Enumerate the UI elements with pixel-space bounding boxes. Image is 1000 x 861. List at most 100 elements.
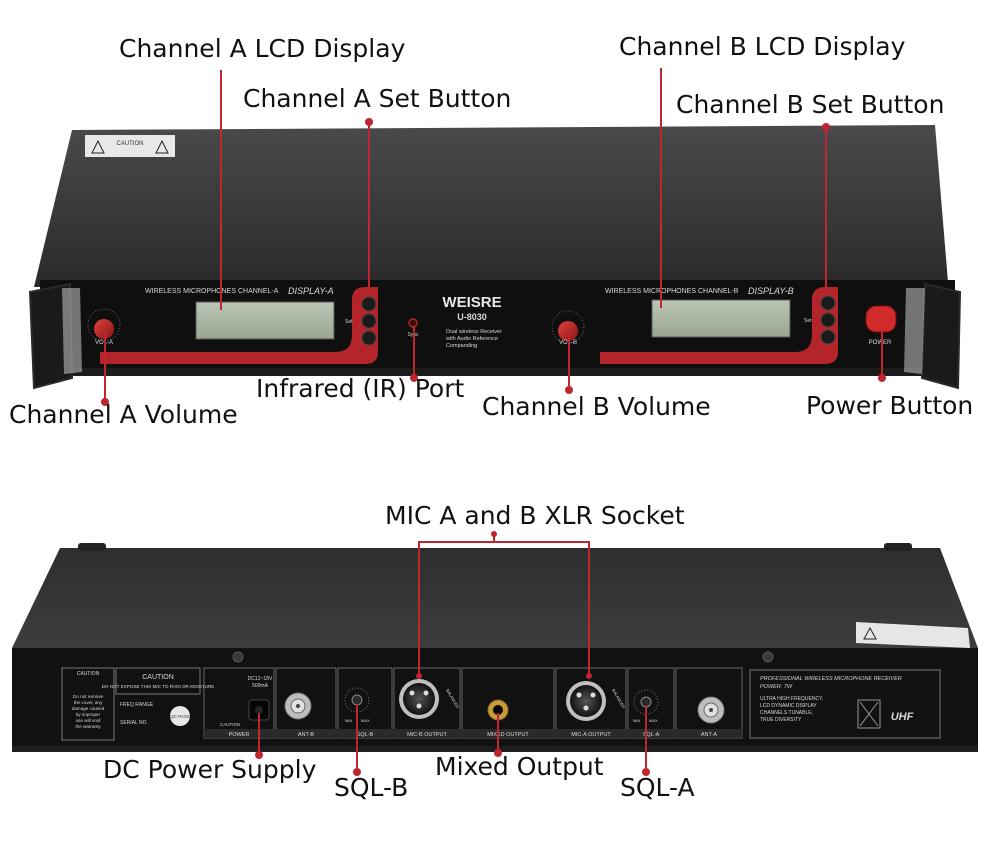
sql-a-section-label: SQL-A bbox=[643, 732, 660, 738]
callout-sql-b: SQL-B bbox=[334, 773, 409, 802]
info-line-3: ULTRA HIGH FREQUENCY, bbox=[760, 696, 823, 702]
dc-spec-1: DC12~18V bbox=[248, 676, 273, 682]
leader-channel-a-volume bbox=[104, 332, 106, 402]
rear-chassis-top bbox=[12, 548, 978, 648]
set-b-text: Set bbox=[804, 318, 812, 324]
dot-channel-b-volume bbox=[565, 386, 573, 394]
right-handle bbox=[904, 282, 962, 390]
dc-spec-2: 500mA bbox=[252, 683, 269, 689]
leader-mixed-output bbox=[497, 713, 499, 753]
mic-b-xlr-socket[interactable]: BALANCED bbox=[399, 679, 460, 719]
channel-b-set-button[interactable] bbox=[820, 312, 836, 328]
callout-dc-power: DC Power Supply bbox=[103, 755, 317, 784]
info-line-4: LCD DYNAMIC DISPLAY bbox=[760, 703, 817, 709]
callout-channel-b-lcd: Channel B LCD Display bbox=[619, 32, 906, 61]
ant-b-label: ANT-B bbox=[298, 732, 315, 738]
channel-a-down-button[interactable] bbox=[361, 330, 377, 346]
front-caution-sticker: CAUTION bbox=[85, 135, 175, 157]
leader-sql-a bbox=[645, 706, 647, 772]
channel-a-title: WIRELESS MICROPHONES CHANNEL-A bbox=[145, 288, 279, 295]
leader-channel-b-set bbox=[825, 125, 827, 290]
xlr-bracket bbox=[416, 531, 592, 679]
front-chassis-top bbox=[34, 125, 948, 287]
callout-channel-b-volume: Channel B Volume bbox=[482, 392, 711, 421]
dot-channel-b-set bbox=[822, 123, 830, 131]
front-caution-text: CAUTION bbox=[117, 141, 144, 147]
antenna-a-connector[interactable] bbox=[697, 696, 725, 724]
info-line-2: POWER: 7W bbox=[760, 684, 793, 690]
dot-dc-power bbox=[255, 751, 263, 759]
channel-a-set-button[interactable] bbox=[361, 313, 377, 329]
channel-b-title: WIRELESS MICROPHONES CHANNEL-B bbox=[605, 288, 739, 295]
dc-caution: CAUTION bbox=[220, 722, 240, 727]
lcd-display-b bbox=[651, 299, 791, 338]
antenna-b-connector[interactable] bbox=[284, 692, 312, 720]
channel-b-up-button[interactable] bbox=[820, 295, 836, 311]
sql-a-min: MIN bbox=[633, 718, 640, 723]
rear-top-sticker bbox=[856, 622, 970, 648]
set-buttons-b: Set bbox=[804, 295, 836, 345]
leader-channel-a-set bbox=[368, 120, 370, 290]
sql-b-min: MIN bbox=[345, 718, 352, 723]
callout-channel-a-lcd: Channel A LCD Display bbox=[119, 34, 406, 63]
dot-channel-a-set bbox=[365, 118, 373, 126]
sql-b-max: MAX bbox=[361, 718, 370, 723]
tagline-2: with Audio Reference bbox=[445, 336, 498, 342]
dot-channel-a-volume bbox=[101, 398, 109, 406]
leader-channel-b-lcd bbox=[660, 68, 662, 308]
callout-power-button: Power Button bbox=[806, 391, 974, 420]
warning-line-3: damage caused bbox=[72, 706, 105, 711]
dot-power-button bbox=[878, 374, 886, 382]
front-unit: CAUTION WIRELESS MICROPHONES CHANNEL-A D… bbox=[28, 125, 962, 390]
display-b-label: DISPLAY-B bbox=[748, 286, 794, 296]
left-handle bbox=[28, 282, 82, 390]
rear-unit: CAUTION Do not remove the cover, any dam… bbox=[12, 543, 978, 752]
mixed-output-label: MIXED OUTPUT bbox=[487, 732, 529, 738]
callout-channel-a-volume: Channel A Volume bbox=[9, 400, 238, 429]
callout-sql-a: SQL-A bbox=[620, 773, 695, 802]
brand-logo: WEISRE bbox=[442, 294, 501, 311]
rear-caution-block: CAUTION Do not remove the cover, any dam… bbox=[61, 667, 215, 741]
power-label: POWER bbox=[869, 340, 892, 346]
sql-b-section-label: SQL-B bbox=[357, 732, 374, 738]
ant-a-label: ANT-A bbox=[701, 732, 718, 738]
channel-a-up-button[interactable] bbox=[361, 296, 377, 312]
warning-line-4: by improper bbox=[76, 712, 101, 717]
qc-pass-badge: QC PASS bbox=[170, 714, 190, 719]
info-line-1: PROFESSIONAL WIRELESS MICROPHONE RECEIVE… bbox=[760, 676, 902, 682]
serial-label: SERIAL NO. bbox=[120, 720, 148, 726]
display-a-label: DISPLAY-A bbox=[288, 286, 334, 296]
info-line-5: CHANNELS TUNABLE, bbox=[760, 710, 813, 716]
rear-caution-title: CAUTION bbox=[142, 674, 174, 681]
model-number: U-8030 bbox=[457, 312, 487, 322]
tagline-1: Dual wireless Receiver bbox=[446, 329, 502, 335]
set-buttons-a: Set bbox=[345, 296, 377, 346]
warning-line-1: Do not remove bbox=[73, 694, 104, 699]
power-section-label: POWER bbox=[229, 732, 250, 738]
power-button[interactable]: POWER bbox=[865, 305, 897, 346]
leader-dc-power bbox=[258, 713, 260, 755]
dot-mixed-output bbox=[494, 749, 502, 757]
rear-caution-title-small: CAUTION bbox=[77, 671, 100, 677]
rear-caution-text: DO NOT EXPOSE THIS MIC TO RAIN OR MOISTU… bbox=[102, 684, 215, 689]
callout-mic-xlr: MIC A and B XLR Socket bbox=[385, 501, 685, 530]
sql-a-max: MAX bbox=[649, 718, 658, 723]
callout-channel-b-set: Channel B Set Button bbox=[676, 90, 945, 119]
leader-sql-b bbox=[356, 704, 358, 772]
mic-b-output-label: MIC-B OUTPUT bbox=[407, 732, 447, 738]
dot-sql-b bbox=[353, 768, 361, 776]
leader-power-button bbox=[881, 330, 883, 378]
callout-mixed-output: Mixed Output bbox=[435, 752, 604, 781]
info-line-6: TRUE DIVERSITY bbox=[760, 717, 802, 723]
leader-channel-a-lcd bbox=[220, 70, 222, 310]
set-a-text: Set bbox=[345, 319, 353, 325]
mic-a-output-label: MIC-A OUTPUT bbox=[571, 732, 611, 738]
mixed-output-jack[interactable] bbox=[487, 699, 509, 721]
callout-infrared-port: Infrared (IR) Port bbox=[256, 374, 465, 403]
warning-line-6: the warranty bbox=[75, 724, 101, 729]
uhf-badge: UHF bbox=[891, 711, 914, 723]
leader-channel-b-volume bbox=[568, 334, 570, 390]
channel-b-down-button[interactable] bbox=[820, 329, 836, 345]
leader-infrared bbox=[413, 326, 415, 378]
warning-line-5: use will void bbox=[76, 718, 101, 723]
